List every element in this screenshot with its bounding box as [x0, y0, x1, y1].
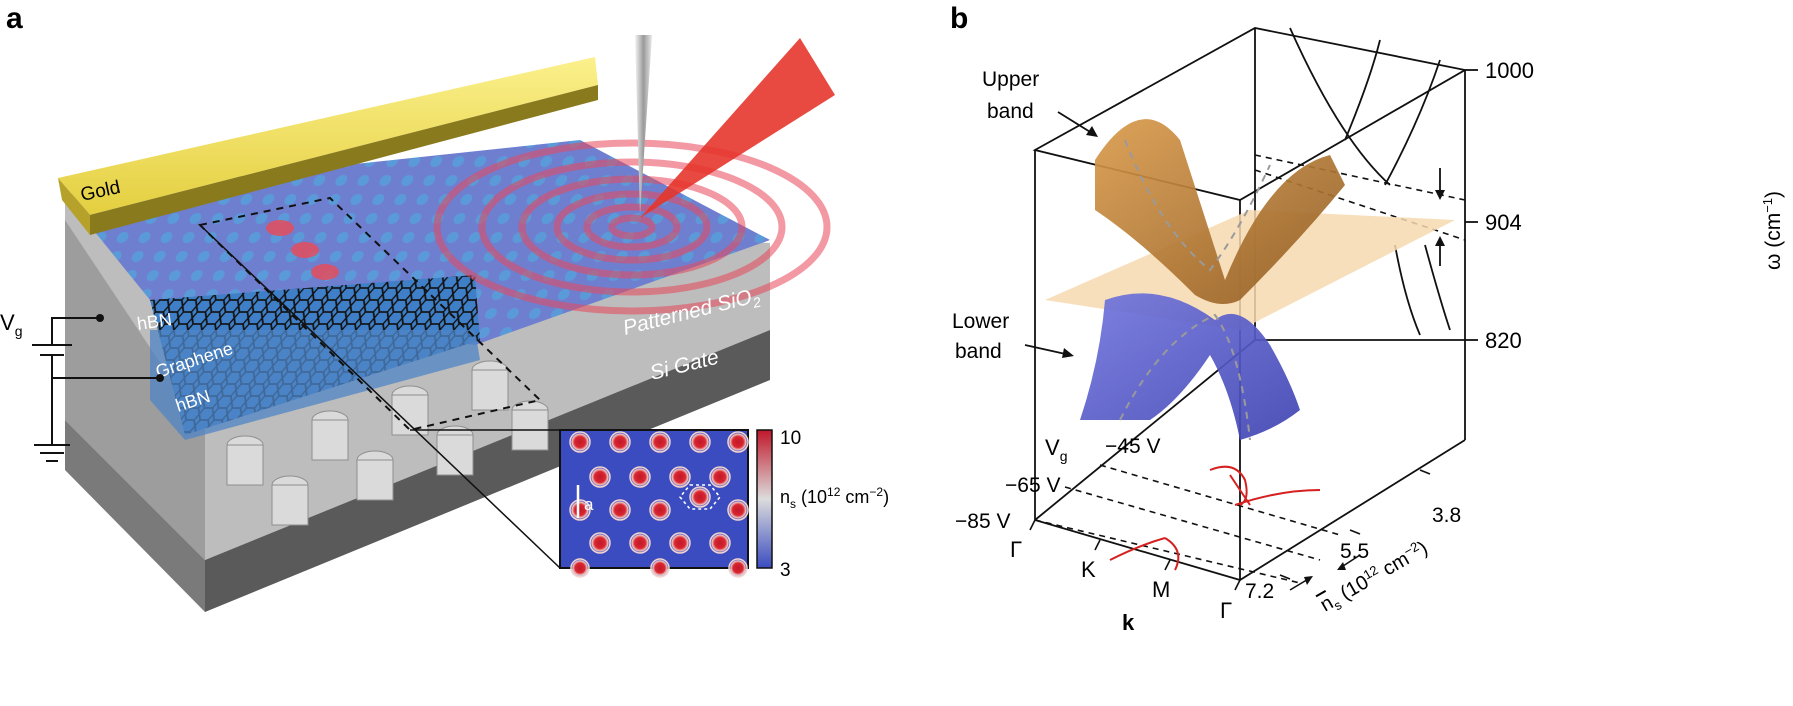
ns-axis-ticks: [1279, 469, 1431, 580]
colorbar-title: ns (1012 cm−2): [780, 485, 889, 511]
colorbar-max-label: 10: [780, 428, 801, 449]
vg-tick-85: −85 V: [955, 510, 1010, 533]
zoom-region: [197, 196, 543, 432]
floor-red-dispersions: [1109, 465, 1321, 571]
upper-band-label-line1: Upper: [982, 68, 1039, 91]
colorbar-min-label: 3: [780, 560, 791, 581]
k-axis-ticks: [1029, 519, 1241, 591]
lattice-constant-label: a: [584, 495, 594, 514]
localized-spots: [266, 220, 339, 280]
k-tick-k: K: [1081, 557, 1096, 582]
panel-b-label: b: [950, 2, 968, 35]
vg-tick-45: −45 V: [1105, 435, 1160, 458]
lower-band-label-line1: Lower: [952, 310, 1009, 333]
k-tick-gamma-right: Γ: [1220, 598, 1232, 623]
k-axis-label: k: [1122, 610, 1135, 635]
floor-dashed-lines: [1034, 464, 1341, 584]
hbn-bottom-layer: [150, 330, 480, 440]
upper-band-surface: [1095, 119, 1345, 304]
vg-label-b: Vg: [1045, 435, 1067, 464]
omega-tick-1000: 1000: [1485, 58, 1534, 83]
gold-electrode: [58, 57, 598, 235]
lower-band-arrow: [1024, 344, 1071, 356]
ns-axis-label: ns (1012 cm−2): [1316, 535, 1434, 619]
hbn-top-label: hBN: [136, 309, 173, 334]
k-tick-m: M: [1152, 577, 1170, 602]
lower-band-arrowhead: [1062, 348, 1074, 358]
ns-tick-3-8: 3.8: [1432, 504, 1461, 527]
ns-tick-5-5: 5.5: [1340, 540, 1369, 563]
upper-band-label-line2: band: [987, 100, 1034, 123]
lower-band-label-line2: band: [955, 340, 1002, 363]
ns-tick-7-2: 7.2: [1245, 580, 1274, 603]
afm-tip: [635, 35, 652, 215]
omega-axis-label: ω (cm−1): [1760, 191, 1785, 270]
vg-tick-65: −65 V: [1005, 474, 1060, 497]
omega-tick-820: 820: [1485, 328, 1522, 353]
side-dispersion-curves: [1289, 27, 1451, 336]
panel-a-label: a: [6, 2, 23, 35]
omega-tick-904: 904: [1485, 210, 1522, 235]
laser-beam: [640, 38, 835, 218]
upper-band-arrowhead: [1086, 126, 1098, 137]
colorbar: [756, 429, 773, 569]
gap-arrowhead-bottom: [1435, 236, 1445, 246]
gate-circuit: [32, 317, 160, 462]
omega-axis: [1465, 69, 1478, 341]
k-tick-gamma-left: Γ: [1010, 537, 1022, 562]
gap-arrowhead-top: [1435, 190, 1445, 200]
panel-a: a: [0, 2, 889, 612]
zoom-line-bottom: [199, 224, 561, 569]
graphene-contact-dot: [156, 374, 164, 382]
floor-arrowhead-upper: [1337, 562, 1346, 570]
floor-arrowhead-lower: [1304, 576, 1313, 585]
surface-guide-lines: [1119, 139, 1271, 441]
plasmon-waves: [433, 139, 831, 315]
vg-label-a: Vg: [0, 310, 22, 339]
gate-contact-dot: [96, 314, 104, 322]
density-inset: a: [559, 429, 749, 578]
panel-b: b: [950, 2, 1785, 635]
unit-cell-hexagon: [678, 484, 722, 510]
